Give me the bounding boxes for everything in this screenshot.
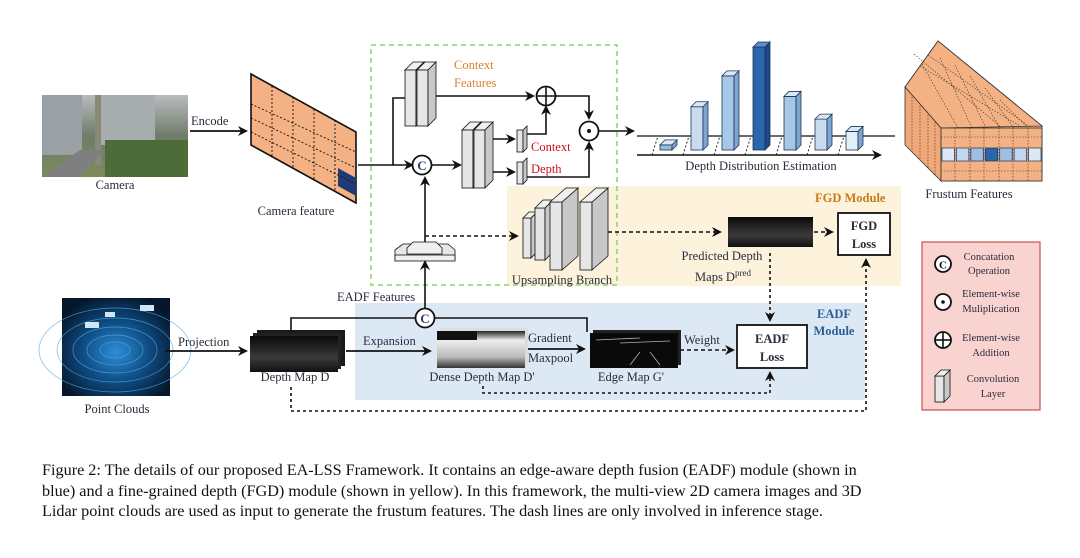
depth-bin-bar xyxy=(752,41,771,151)
depth-conv-block xyxy=(461,121,494,189)
camera-image xyxy=(42,95,188,177)
svg-text:Element-wise: Element-wise xyxy=(962,333,1020,344)
svg-text:C: C xyxy=(417,158,426,173)
svg-text:Loss: Loss xyxy=(760,350,784,364)
svg-text:C: C xyxy=(420,311,429,326)
dense-depth-map-label: Dense Depth Map D' xyxy=(429,370,534,384)
figure-caption: Figure 2: The details of our proposed EA… xyxy=(42,460,1047,522)
depth-bin-bar xyxy=(814,113,833,151)
eadf-module-title-line2: Module xyxy=(814,324,855,338)
predicted-depth-map-image xyxy=(728,217,813,247)
predicted-depth-label-line2: Maps Dpred xyxy=(695,268,751,284)
frustum-depth-cell xyxy=(970,147,984,162)
caption-line-3: Lidar point clouds are used as input to … xyxy=(42,502,823,520)
depth-bin-bar xyxy=(783,90,802,151)
depth-bin-divider xyxy=(713,135,721,156)
legend-item-multiply: Element-wise Muliplication xyxy=(934,289,1020,315)
weight-label: Weight xyxy=(684,333,720,347)
context-features-conv-block xyxy=(404,61,437,127)
frustum-features-volume xyxy=(904,40,1044,182)
context-head-layer xyxy=(516,125,528,153)
projection-label: Projection xyxy=(178,335,230,349)
expansion-label: Expansion xyxy=(363,334,417,348)
svg-text:Element-wise: Element-wise xyxy=(962,289,1020,300)
point-clouds-label: Point Clouds xyxy=(85,402,150,416)
camera-feature-label: Camera feature xyxy=(258,204,335,218)
depth-bin-divider xyxy=(837,135,845,156)
predicted-depth-label-line1: Predicted Depth xyxy=(682,249,764,263)
eadf-features-block xyxy=(394,241,456,262)
depth-label: Depth xyxy=(531,162,562,176)
svg-text:Operation: Operation xyxy=(968,266,1011,277)
gradient-label: Gradient xyxy=(528,331,572,345)
encode-label: Encode xyxy=(191,114,229,128)
svg-text:Addition: Addition xyxy=(972,348,1010,359)
depth-distribution-label: Depth Distribution Estimation xyxy=(685,159,837,173)
legend: C Concatation Operation Element-wise Mul… xyxy=(921,241,1041,411)
depth-bin-divider xyxy=(775,135,783,156)
svg-text:EADF: EADF xyxy=(755,332,789,346)
fgd-module-title: FGD Module xyxy=(815,191,886,205)
ea-lss-framework-diagram: Camera Encode Camera feature Context Fea… xyxy=(38,40,1044,416)
depth-map-image xyxy=(250,330,345,372)
frustum-depth-cell xyxy=(1028,147,1042,162)
depth-bin-bar xyxy=(659,138,678,151)
depth-bin-divider xyxy=(682,135,690,156)
svg-text:Loss: Loss xyxy=(852,237,876,251)
depth-head-layer xyxy=(516,157,528,185)
context-features-label-line2: Features xyxy=(454,76,496,90)
element-wise-multiplication-node xyxy=(578,120,600,142)
camera-label: Camera xyxy=(96,178,135,192)
legend-item-conv: Convolution Layer xyxy=(934,369,1020,403)
frustum-depth-cell xyxy=(956,147,970,162)
eadf-module-title-line1: EADF xyxy=(817,307,851,321)
eadf-features-label: EADF Features xyxy=(337,290,415,304)
svg-text:FGD: FGD xyxy=(851,219,877,233)
upsampling-branch-label: Upsampling Branch xyxy=(512,273,613,287)
edge-map-image xyxy=(590,330,681,368)
svg-text:Layer: Layer xyxy=(981,389,1006,400)
fgd-loss-box: FGD Loss xyxy=(837,212,891,256)
depth-bin-bar xyxy=(690,100,709,151)
eadf-loss-box: EADF Loss xyxy=(736,324,808,369)
depth-bin-bar xyxy=(721,69,740,151)
svg-text:Concatation: Concatation xyxy=(964,252,1015,263)
caption-line-1: Figure 2: The details of our proposed EA… xyxy=(42,461,857,479)
svg-text:Muliplication: Muliplication xyxy=(962,304,1020,315)
frustum-depth-cell xyxy=(1013,147,1027,162)
svg-text:C: C xyxy=(939,260,947,272)
context-features-label-line1: Context xyxy=(454,58,494,72)
frustum-depth-cell xyxy=(941,147,955,162)
depth-map-label: Depth Map D xyxy=(261,370,330,384)
svg-text:Convolution: Convolution xyxy=(967,374,1020,385)
element-wise-addition-node xyxy=(535,85,557,107)
context-label: Context xyxy=(531,140,571,154)
maxpool-label: Maxpool xyxy=(528,351,574,365)
concatenation-node-top: C xyxy=(411,154,433,176)
frustum-features-label: Frustum Features xyxy=(925,187,1012,201)
camera-feature-map xyxy=(250,72,357,205)
depth-bin-divider xyxy=(651,135,659,156)
depth-bin-bar xyxy=(845,125,864,151)
upsampling-branch-block xyxy=(522,187,610,271)
legend-item-concat: C Concatation Operation xyxy=(934,252,1015,277)
edge-map-label: Edge Map G' xyxy=(598,370,664,384)
dense-depth-map-image xyxy=(437,328,528,368)
depth-bin-divider xyxy=(744,135,752,156)
frustum-depth-cell xyxy=(984,147,999,162)
point-clouds-image xyxy=(38,298,192,396)
legend-item-add: Element-wise Addition xyxy=(934,331,1020,359)
concatenation-node-bottom: C xyxy=(414,307,436,329)
depth-distribution-bars xyxy=(659,41,864,151)
depth-bin-divider xyxy=(806,135,814,156)
frustum-depth-cell xyxy=(999,147,1013,162)
caption-line-2: blue) and a fine-grained depth (FGD) mod… xyxy=(42,481,862,500)
